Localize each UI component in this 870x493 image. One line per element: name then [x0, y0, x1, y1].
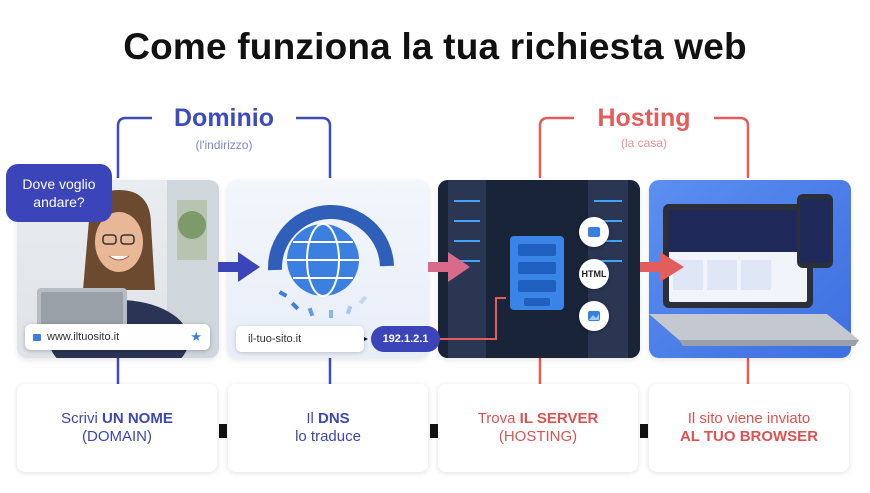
- laptop-phone-illustration: [649, 194, 859, 346]
- step-2-pre: Il: [306, 410, 318, 427]
- image-icon: [579, 301, 609, 331]
- step-1-pre: Scrivi: [61, 410, 102, 427]
- bubble-line-1: Dove voglio: [22, 176, 96, 192]
- lock-icon: [33, 333, 41, 341]
- connector-3: [640, 424, 648, 438]
- step-4-caption: Il sito viene inviato AL TUO BROWSER: [649, 384, 849, 472]
- hosting-bracket-left: [538, 116, 574, 178]
- step-3-pre: Trova: [477, 410, 520, 427]
- step-2-bold: DNS: [318, 410, 350, 427]
- dns-lookup-input: il-tuo-sito.it: [236, 326, 364, 352]
- arrow-1: [218, 252, 260, 282]
- dominio-bracket-right: [296, 116, 332, 178]
- star-icon[interactable]: ★: [190, 329, 202, 344]
- page-title: Come funziona la tua richiesta web: [123, 26, 747, 67]
- step-4-bold: AL TUO BROWSER: [679, 428, 819, 445]
- url-text: www.iltuosito.it: [47, 331, 120, 343]
- ip-to-server-line: [440, 297, 506, 340]
- step-4-line1: Il sito viene inviato: [687, 410, 811, 427]
- dominio-sub: (l'indirizzo): [195, 138, 253, 152]
- connector-1: [219, 424, 227, 438]
- ip-address-badge: 192.1.2.1: [371, 326, 440, 352]
- step-3-bold: IL SERVER: [519, 410, 599, 427]
- url-bar[interactable]: www.iltuosito.it ★: [25, 324, 210, 350]
- step-3-caption: Trova IL SERVER (HOSTING): [438, 384, 638, 472]
- hosting-sub: (la casa): [620, 136, 667, 150]
- database-icon: [579, 217, 609, 247]
- step-2-line2: lo traduce: [295, 428, 361, 445]
- connector-2: [430, 424, 438, 438]
- step-3-line2: (HOSTING): [498, 428, 578, 445]
- step-1-line2: (DOMAIN): [82, 428, 152, 445]
- arrow-3: [640, 252, 684, 282]
- dominio-bracket-left: [116, 116, 152, 178]
- step-2-caption: Il DNS lo traduce: [228, 384, 428, 472]
- step-1-bold: UN NOME: [102, 410, 173, 427]
- panel-browser: [649, 180, 859, 358]
- dns-globe-illustration: [267, 204, 394, 318]
- dominio-label: Dominio: [174, 104, 274, 132]
- hosting-bracket-right: [714, 116, 750, 178]
- arrow-2: [428, 252, 470, 282]
- bubble-line-2: andare?: [33, 194, 85, 210]
- html-icon: HTML: [579, 259, 609, 289]
- speech-bubble: Dove voglio andare?: [6, 164, 112, 222]
- hosting-label: Hosting: [597, 104, 691, 132]
- step-1-caption: Scrivi UN NOME (DOMAIN): [17, 384, 217, 472]
